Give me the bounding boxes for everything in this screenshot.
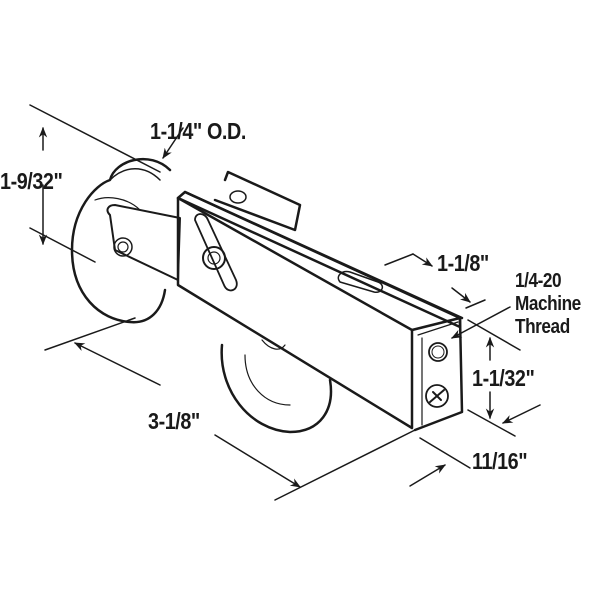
overall-height-label: 1-9/32" xyxy=(0,168,63,194)
thread-machine-label: Machine xyxy=(515,293,581,315)
housing-height-label: 1-1/32" xyxy=(472,365,535,391)
housing-depth-label: 11/16" xyxy=(472,448,528,474)
rear-wheel xyxy=(220,339,333,434)
length-label: 3-1/8" xyxy=(148,408,200,434)
thread-size-label: 1/4-20 xyxy=(515,270,562,292)
thread-thread-label: Thread xyxy=(515,316,570,338)
rear-bracket xyxy=(213,170,302,232)
dimension-lines xyxy=(29,104,541,501)
housing-width-label: 1-1/8" xyxy=(437,250,489,276)
front-wheel xyxy=(70,157,172,324)
wheel-od-label: 1-1/4" O.D. xyxy=(150,118,246,144)
housing-body xyxy=(176,190,464,432)
axle-plate xyxy=(106,204,181,281)
